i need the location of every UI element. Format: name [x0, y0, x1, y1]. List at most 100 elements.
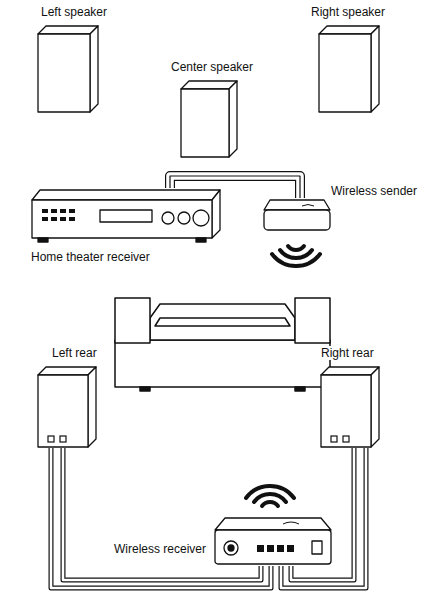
drawing-part: [48, 436, 54, 442]
drawing-part: [38, 26, 98, 112]
drawing-part: [371, 367, 379, 447]
device-label: Right speaker: [310, 5, 386, 19]
drawing-part: [90, 26, 98, 112]
drawing-part: [267, 545, 274, 552]
drawing-part: [280, 250, 312, 258]
drawing-part: [283, 522, 299, 524]
drawing-part: [215, 518, 331, 564]
drawing-part: [321, 375, 371, 447]
drawing-part: [150, 304, 295, 340]
device: Wireless receiver: [213, 516, 333, 566]
drawing-part: [228, 545, 234, 551]
drawing-part: [181, 81, 237, 89]
drawing-part: [262, 502, 278, 506]
sender-waves: [272, 246, 320, 266]
drawing-part: [302, 205, 314, 207]
device-drawing: [213, 516, 333, 566]
drawing-part: [215, 518, 331, 530]
device-drawing: [318, 25, 380, 113]
drawing-part: [371, 26, 379, 112]
drawing-part: [319, 26, 379, 112]
drawing-part: [178, 212, 190, 224]
drawing-part: [196, 238, 206, 242]
drawing-part: [343, 436, 349, 442]
drawing-part: [38, 367, 96, 447]
drawing-part: [264, 210, 330, 230]
drawing-part: [88, 367, 96, 447]
device-label: Center speaker: [170, 60, 254, 74]
drawing-part: [38, 367, 96, 375]
device-drawing: [320, 366, 380, 448]
drawing-part: [312, 541, 322, 554]
drawing-part: [51, 217, 57, 221]
drawing-part: [38, 34, 90, 112]
device-drawing: [37, 366, 97, 448]
device: Right rear: [320, 366, 380, 448]
device-label: Left speaker: [40, 5, 108, 19]
device-drawing: [37, 25, 99, 113]
drawing-part: [272, 254, 320, 266]
device-drawing: [180, 80, 238, 158]
drawing-part: [69, 209, 75, 213]
drawing-part: [264, 200, 330, 210]
drawing-part: [277, 545, 284, 552]
drawing-part: [115, 340, 330, 387]
drawing-part: [193, 210, 209, 226]
drawing-part: [331, 436, 349, 442]
device-drawing: [30, 188, 222, 244]
drawing-part: [321, 367, 379, 375]
drawing-part: [264, 200, 330, 230]
drawing-part: [100, 210, 152, 222]
drawing-part: [224, 541, 238, 555]
device: Home theater receiver: [30, 188, 222, 244]
drawing-part: [295, 298, 330, 343]
device: Left speaker: [37, 25, 99, 113]
device-label: Wireless receiver: [113, 542, 207, 556]
drawing-part: [32, 190, 220, 242]
drawing-part: [155, 318, 290, 326]
drawing-part: [257, 545, 294, 552]
device-drawing: [262, 198, 332, 234]
drawing-part: [38, 238, 48, 242]
drawing-part: [331, 436, 337, 442]
drawing-part: [229, 81, 237, 157]
drawing-part: [246, 486, 294, 498]
drawing-part: [38, 375, 88, 447]
drawing-part: [42, 217, 48, 221]
drawing-part: [181, 89, 229, 157]
drawing-part: [42, 209, 75, 221]
device-label: Right rear: [320, 346, 375, 360]
drawing-part: [60, 209, 66, 213]
drawing-part: [288, 246, 304, 250]
drawing-part: [60, 436, 66, 442]
device-label: Wireless sender: [330, 184, 418, 198]
drawing-part: [321, 367, 379, 447]
drawing-part: [140, 387, 150, 391]
drawing-part: [60, 217, 66, 221]
drawing-part: [215, 530, 331, 564]
drawing-part: [295, 387, 305, 391]
device: Center speaker: [180, 80, 238, 158]
device-label: Home theater receiver: [30, 250, 151, 264]
drawing-part: [38, 26, 98, 34]
drawing-part: [115, 298, 150, 343]
drawing-part: [181, 81, 237, 157]
drawing-part: [257, 545, 264, 552]
device: Left rear: [37, 366, 97, 448]
drawing-part: [32, 200, 212, 238]
drawing-part: [287, 545, 294, 552]
drawing-part: [319, 34, 371, 112]
drawing-part: [212, 190, 220, 238]
sofa: [115, 298, 330, 391]
device-label: Left rear: [51, 346, 98, 360]
drawing-part: [51, 209, 57, 213]
device: Wireless sender: [262, 198, 332, 234]
receiver-waves: [246, 486, 294, 506]
device: Right speaker: [318, 25, 380, 113]
drawing-part: [32, 190, 220, 200]
drawing-part: [319, 26, 379, 34]
drawing-part: [42, 209, 48, 213]
drawing-part: [48, 436, 66, 442]
drawing-part: [69, 217, 75, 221]
